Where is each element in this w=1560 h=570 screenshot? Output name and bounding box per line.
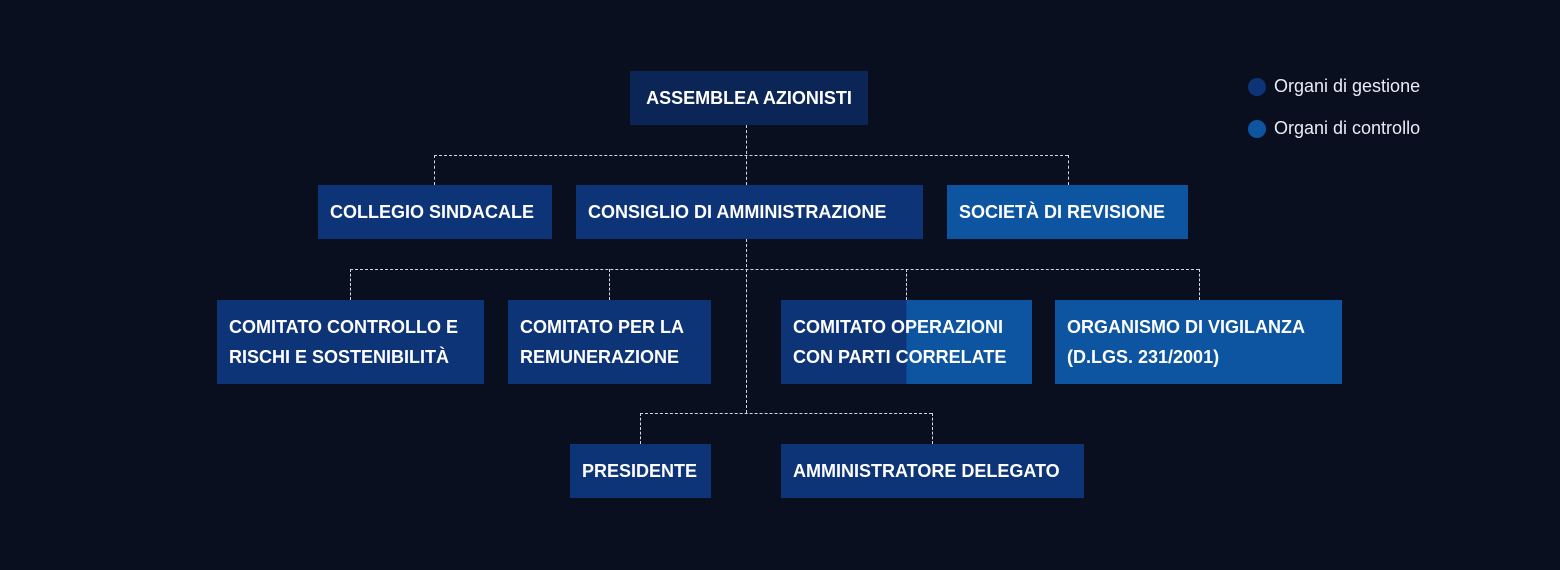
legend-item-controllo: Organi di controllo bbox=[1248, 118, 1420, 139]
node-consiglio-amministrazione: CONSIGLIO DI AMMINISTRAZIONE bbox=[576, 185, 923, 239]
node-collegio-sindacale: COLLEGIO SINDACALE bbox=[318, 185, 552, 239]
node-label: COMITATO PER LA REMUNERAZIONE bbox=[520, 317, 684, 367]
connector-row3 bbox=[350, 269, 1199, 270]
legend-label: Organi di gestione bbox=[1274, 76, 1421, 96]
node-label: AMMINISTRATORE DELEGATO bbox=[793, 461, 1060, 481]
controllo-dot-icon bbox=[1248, 119, 1266, 138]
legend-item-gestione: Organi di gestione bbox=[1248, 76, 1420, 97]
connector-comitato-remunerazione bbox=[609, 269, 610, 300]
node-label: SOCIETÀ DI REVISIONE bbox=[959, 202, 1166, 222]
node-societa-revisione: SOCIETÀ DI REVISIONE bbox=[947, 185, 1188, 239]
connector-row4 bbox=[640, 413, 932, 414]
node-label: COMITATO OPERAZIONI CON PARTI CORRELATE bbox=[793, 317, 1007, 367]
node-label: COLLEGIO SINDACALE bbox=[330, 202, 535, 222]
node-organismo-vigilanza: ORGANISMO DI VIGILANZA (D.LGS. 231/2001) bbox=[1055, 300, 1342, 384]
connector-organismo bbox=[1199, 269, 1200, 300]
connector-collegio bbox=[434, 155, 435, 185]
node-label: ORGANISMO DI VIGILANZA (D.LGS. 231/2001) bbox=[1067, 317, 1305, 367]
node-label: PRESIDENTE bbox=[582, 461, 698, 481]
connector-comitato-controllo bbox=[350, 269, 351, 300]
connector-row2 bbox=[434, 155, 1068, 156]
connector-societa bbox=[1068, 155, 1069, 185]
connector-comitato-parti bbox=[906, 269, 907, 300]
node-label: COMITATO CONTROLLO E RISCHI E SOSTENIBIL… bbox=[229, 317, 458, 367]
node-comitato-remunerazione: COMITATO PER LA REMUNERAZIONE bbox=[508, 300, 711, 384]
connector-consiglio-down bbox=[746, 239, 747, 413]
node-label: ASSEMBLEA AZIONISTI bbox=[646, 88, 852, 108]
node-assemblea-azionisti: ASSEMBLEA AZIONISTI bbox=[630, 71, 868, 125]
gestione-dot-icon bbox=[1248, 77, 1266, 96]
connector-presidente bbox=[640, 413, 641, 444]
node-amministratore-delegato: AMMINISTRATORE DELEGATO bbox=[781, 444, 1084, 498]
connector-ad bbox=[932, 413, 933, 444]
node-comitato-controllo-rischi: COMITATO CONTROLLO E RISCHI E SOSTENIBIL… bbox=[217, 300, 484, 384]
node-comitato-parti-correlate: COMITATO OPERAZIONI CON PARTI CORRELATE bbox=[781, 300, 1032, 384]
node-label: CONSIGLIO DI AMMINISTRAZIONE bbox=[588, 202, 887, 222]
legend-label: Organi di controllo bbox=[1274, 118, 1421, 138]
node-presidente: PRESIDENTE bbox=[570, 444, 711, 498]
